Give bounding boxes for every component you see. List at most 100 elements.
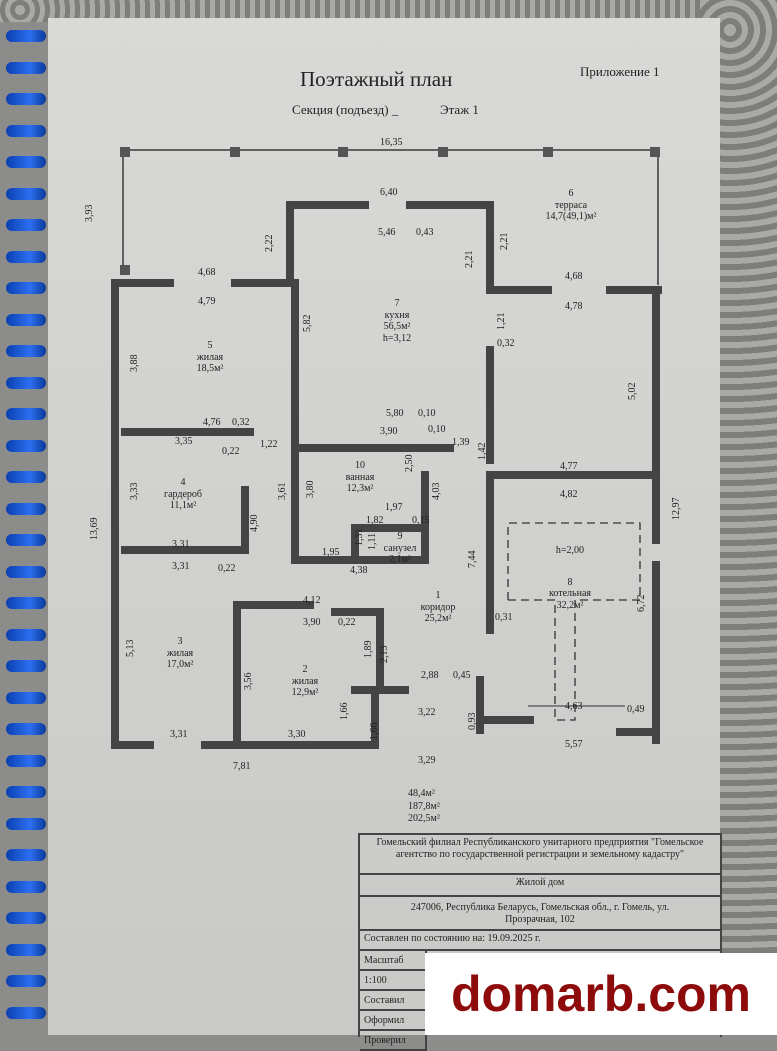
dim: 5,57 — [565, 739, 583, 750]
binding-ring — [6, 93, 46, 105]
dim: 0,22 — [218, 563, 236, 574]
boiler-dashed-zone — [507, 522, 641, 721]
dim: 3,90 — [303, 617, 321, 628]
total-area: 187,8м² — [408, 800, 440, 812]
dim: 1,89 — [363, 640, 374, 659]
binding-ring — [6, 975, 46, 987]
dim: 4,03 — [431, 482, 442, 501]
dim: 5,13 — [125, 639, 136, 658]
dim: 3,31 — [172, 561, 190, 572]
drafted-by-label: Оформил — [360, 1011, 427, 1031]
binding-ring — [6, 313, 46, 326]
appendix-label: Приложение 1 — [580, 64, 660, 79]
dim: 3,61 — [277, 482, 288, 501]
dim: 1,42 — [477, 442, 488, 461]
dim: 5,46 — [378, 227, 396, 238]
binding-ring — [6, 691, 46, 704]
binding-ring — [6, 754, 46, 767]
binding-ring — [6, 534, 46, 546]
scale-value: 1:100 — [360, 971, 427, 991]
floor-label: Этаж 1 — [440, 102, 479, 117]
binding-ring — [6, 156, 46, 168]
dim: 0,45 — [453, 670, 471, 681]
binding-ring — [6, 943, 46, 956]
walls — [111, 201, 662, 749]
binding-ring — [6, 439, 46, 452]
dim: 4,63 — [565, 701, 583, 712]
dim: 12,97 — [671, 497, 682, 521]
binding-ring — [6, 597, 46, 609]
dim: 1,95 — [322, 547, 340, 558]
binding-ring — [6, 30, 46, 42]
dim: 1,97 — [385, 502, 403, 513]
dim: 0,15 — [412, 515, 430, 526]
dim: 13,69 — [89, 517, 100, 541]
dim: 0,22 — [338, 617, 356, 628]
dim: 2,13 — [379, 645, 390, 664]
dim: 2,88 — [421, 670, 439, 681]
binding-ring — [6, 502, 46, 515]
dim: 7,44 — [467, 550, 478, 569]
section-label: Секция (подъезд) _ — [292, 102, 399, 117]
dim: 3,22 — [418, 707, 436, 718]
dim: 3,35 — [175, 436, 193, 447]
binding-ring — [6, 786, 46, 798]
dim: 0,93 — [467, 712, 478, 731]
survey-date: Составлен по состоянию на: 19.09.2025 г. — [360, 931, 720, 951]
dim: 6,40 — [380, 187, 398, 198]
dim: 2,22 — [264, 234, 275, 253]
page-title: Поэтажный план — [300, 67, 453, 91]
binding-ring — [6, 565, 46, 578]
dim: 3,31 — [170, 729, 188, 740]
binding-ring — [6, 408, 46, 420]
dim: 16,35 — [380, 137, 403, 148]
binding-ring — [6, 628, 46, 641]
total-area-with-terrace: 202,5м² — [408, 813, 440, 824]
dim: 4,12 — [303, 595, 321, 606]
dim: 1,82 — [366, 515, 384, 526]
dim: 1,21 — [496, 312, 507, 331]
dim: 2,21 — [464, 250, 475, 269]
dim: 1,66 — [339, 702, 350, 721]
binding-ring — [6, 660, 46, 672]
dim: 4,77 — [560, 461, 578, 472]
dim: 4,68 — [565, 271, 583, 282]
dim: 1,22 — [260, 439, 278, 450]
dim: 0,31 — [495, 612, 513, 623]
dim: 4,78 — [565, 301, 583, 312]
binding-ring — [6, 376, 46, 389]
binding-ring — [6, 912, 46, 924]
total-living-area: 48,4м² — [408, 788, 435, 799]
dim: 4,68 — [198, 267, 216, 278]
dim: 5,02 — [627, 382, 638, 401]
dim: 7,81 — [233, 761, 251, 772]
dim: 3,29 — [418, 755, 436, 766]
binding-ring — [6, 61, 46, 74]
dim: 4,79 — [198, 296, 216, 307]
binding-ring — [6, 187, 46, 200]
watermark: domarb.com — [425, 953, 777, 1035]
spiral-binding — [0, 20, 52, 1035]
dim: 0,10 — [418, 408, 436, 419]
dim: 1,11 — [367, 532, 378, 550]
binding-ring — [6, 723, 46, 735]
object-type: Жилой дом — [360, 875, 720, 897]
dim: 3,88 — [129, 354, 140, 373]
dim: 0,49 — [627, 704, 645, 715]
binding-ring — [6, 250, 46, 263]
dim: 3,93 — [84, 204, 95, 223]
dim: 0,22 — [222, 446, 240, 457]
terrace-posts — [120, 147, 660, 275]
dim: 4,76 — [203, 417, 221, 428]
dim: 1,39 — [452, 437, 470, 448]
binding-ring — [6, 1006, 46, 1019]
address: 247006, Республика Беларусь, Гомельская … — [360, 897, 720, 931]
title-block: Гомельский филиал Республиканского унита… — [358, 833, 722, 1051]
dim: 0,32 — [232, 417, 250, 428]
